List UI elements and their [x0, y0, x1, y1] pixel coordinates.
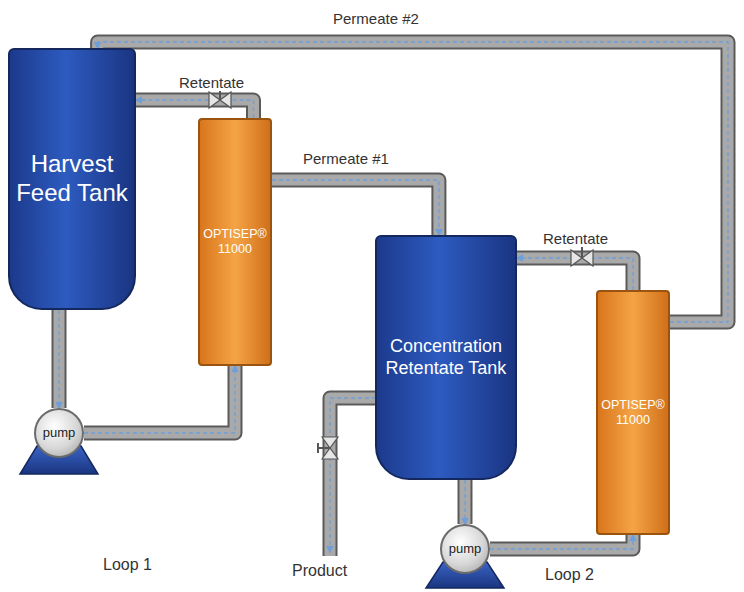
- valve-symbol: [571, 246, 593, 266]
- flow-line: [136, 100, 254, 118]
- pipe-outline: [272, 180, 439, 235]
- pipe-outline: [458, 480, 473, 524]
- flow-line: [272, 180, 439, 235]
- product-pipe: [330, 398, 376, 556]
- filter-module: OPTISEP® 11000: [198, 118, 272, 366]
- pipe-label: Retentate: [540, 230, 611, 247]
- pipe-outline: [84, 366, 235, 433]
- pipe-label: Permeate #1: [300, 150, 392, 167]
- pipe-connector: [272, 180, 439, 235]
- node-text: Concentration Retentate Tank: [383, 336, 509, 379]
- flow-line: [464, 480, 465, 524]
- pipe-connector: [84, 366, 235, 433]
- node-text: Harvest Feed Tank: [16, 150, 128, 208]
- product-pipe: [330, 398, 376, 556]
- pipe-connector: [136, 100, 254, 118]
- pipe-body: [490, 535, 633, 549]
- pipe-label: Permeate #2: [330, 10, 422, 27]
- pipe-connector: [59, 310, 60, 408]
- valve-symbol: [318, 437, 338, 459]
- pipe-body: [84, 366, 235, 433]
- pipe-outline: [52, 310, 67, 408]
- retentate-tank: Concentration Retentate Tank: [375, 235, 517, 480]
- node-text: OPTISEP® 11000: [601, 398, 665, 428]
- pipe-outline: [136, 100, 254, 118]
- flow-line: [84, 366, 235, 433]
- node-text: pump: [449, 541, 482, 557]
- pipe-body: [54, 310, 65, 408]
- loop-label: Loop 1: [103, 556, 152, 574]
- flow-line: [490, 535, 633, 549]
- node-text: pump: [43, 425, 76, 441]
- pipe-body: [460, 480, 471, 524]
- product-flow: [330, 398, 376, 552]
- pipe-connector: [465, 480, 466, 524]
- loop-label: Loop 2: [545, 566, 594, 584]
- pump-circle: pump: [440, 524, 490, 574]
- flow-line: [58, 310, 59, 408]
- pipe-body: [136, 100, 254, 118]
- pipe-label: Retentate: [176, 74, 247, 91]
- node-text: OPTISEP® 11000: [203, 227, 267, 257]
- filter-module: OPTISEP® 11000: [596, 290, 670, 535]
- valve-symbol: [209, 88, 231, 108]
- product-label: Product: [292, 562, 347, 580]
- pipe-outline: [490, 535, 633, 549]
- pump-circle: pump: [34, 408, 84, 458]
- pipe-body: [272, 180, 439, 235]
- feed-tank: Harvest Feed Tank: [8, 48, 136, 310]
- pipe-connector: [490, 535, 633, 549]
